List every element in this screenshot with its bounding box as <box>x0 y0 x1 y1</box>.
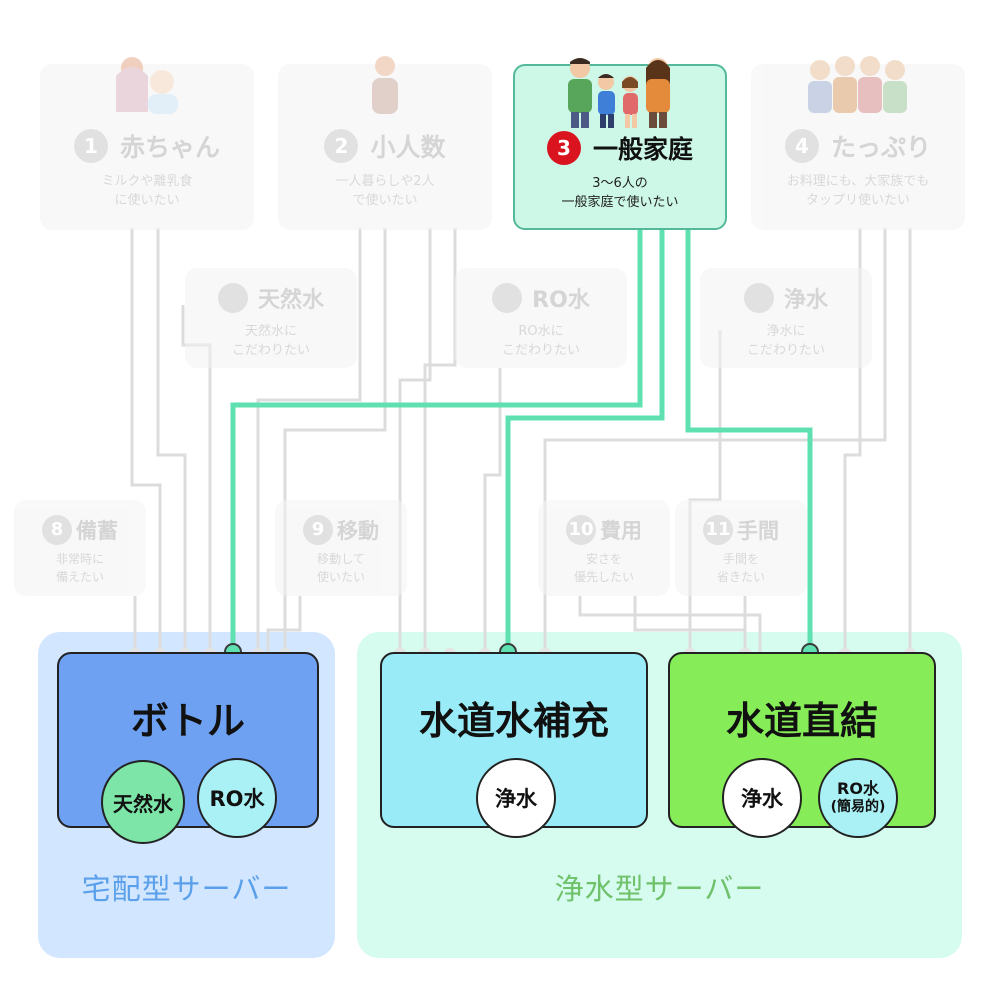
chip-purified-water: 浄水 <box>722 758 802 838</box>
water-preference-card-natural[interactable]: 天然水 天然水に こだわりたい <box>185 268 357 368</box>
large-family-icon <box>808 56 907 113</box>
card-description: 天然水に こだわりたい <box>231 324 310 358</box>
user-type-card-baby[interactable]: 1 赤ちゃん ミルクや離乳食 に使いたい <box>40 57 254 230</box>
server-title: 水道水補充 <box>418 699 609 743</box>
card-description: 移動して 使いたい <box>316 552 365 584</box>
server-type-tap-direct[interactable]: 水道直結 浄水 RO水 (簡易的) <box>668 652 936 838</box>
delivery-group-label: 宅配型サーバー <box>81 872 292 906</box>
purpose-card-effort[interactable]: 11 手間 手間を 省きたい <box>675 500 807 596</box>
chip-label: RO水 <box>837 779 879 798</box>
server-type-bottle[interactable]: ボトル 天然水 RO水 <box>57 652 319 844</box>
mother-baby-icon <box>116 57 178 114</box>
card-description: 一人暮らしや2人 で使いたい <box>335 174 435 208</box>
card-title: たっぷり <box>830 133 931 162</box>
card-description: 安さを 優先したい <box>573 552 634 584</box>
chip-sublabel: (簡易的) <box>830 799 886 815</box>
card-number: 4 <box>784 129 819 163</box>
card-description: RO水に こだわりたい <box>501 324 580 358</box>
card-number-badge <box>217 283 248 313</box>
user-type-card-small-household[interactable]: 2 小人数 一人暮らしや2人 で使いたい <box>278 56 492 230</box>
purpose-card-stockpile[interactable]: 8 備蓄 非常時に 備えたい <box>14 500 146 596</box>
card-number-badge <box>492 283 523 313</box>
card-title: 天然水 <box>257 288 324 313</box>
water-preference-card-purified[interactable]: 浄水 浄水に こだわりたい <box>700 268 872 368</box>
chip-ro-water: RO水 <box>197 758 277 838</box>
chip-natural-water: 天然水 <box>101 760 185 844</box>
connector-inactive <box>688 330 722 655</box>
card-title: 備蓄 <box>76 519 118 543</box>
connector-inactive <box>483 368 502 655</box>
card-title: 手間 <box>737 519 779 543</box>
purpose-card-mobility[interactable]: 9 移動 移動して 使いたい <box>275 500 407 596</box>
single-person-icon <box>372 56 398 114</box>
user-type-card-family[interactable]: 3 一般家庭 3〜6人の 一般家庭で使いたい <box>513 58 727 230</box>
card-description: 浄水に こだわりたい <box>746 324 825 358</box>
card-description: 手間を 省きたい <box>716 552 765 584</box>
connector-active <box>685 228 813 652</box>
purifier-group-label: 浄水型サーバー <box>554 872 765 906</box>
card-number-badge <box>743 283 774 313</box>
server-title: 水道直結 <box>725 699 878 743</box>
card-number: 2 <box>324 129 359 163</box>
card-description: お料理にも、大家族でも タップリ使いたい <box>786 174 930 208</box>
connector-active <box>505 228 665 652</box>
card-title: 小人数 <box>370 133 446 162</box>
connector-inactive <box>256 228 362 655</box>
card-number: 8 <box>42 515 72 545</box>
water-preference-card-ro[interactable]: RO水 RO水に こだわりたい <box>455 268 627 368</box>
connector-active <box>230 228 643 652</box>
card-number: 11 <box>703 515 733 545</box>
card-title: 一般家庭 <box>592 135 693 164</box>
card-title: 浄水 <box>783 288 828 313</box>
card-description: 非常時に 備えたい <box>55 552 104 584</box>
purpose-card-cost[interactable]: 10 費用 安さを 優先したい <box>538 500 670 596</box>
card-description: 3〜6人の 一般家庭で使いたい <box>561 176 679 210</box>
card-title: 赤ちゃん <box>119 133 220 162</box>
chip-ro-water-simple: RO水 (簡易的) <box>818 758 898 838</box>
server-type-tap-refill[interactable]: 水道水補充 浄水 <box>380 652 648 838</box>
card-number: 3 <box>546 131 581 165</box>
card-title: RO水 <box>532 288 590 313</box>
card-number: 1 <box>73 129 108 163</box>
user-type-card-plenty[interactable]: 4 たっぷり お料理にも、大家族でも タップリ使いたい <box>751 56 965 230</box>
chip-purified-water: 浄水 <box>476 758 556 838</box>
server-title: ボトル <box>130 699 245 743</box>
connector-inactive <box>578 596 762 655</box>
connector-inactive <box>130 228 162 655</box>
family-icon <box>568 58 670 128</box>
card-number: 9 <box>303 515 333 545</box>
card-number: 10 <box>566 515 596 545</box>
card-title: 移動 <box>337 519 379 543</box>
connector-inactive <box>156 228 187 655</box>
card-title: 費用 <box>600 519 642 543</box>
connector-inactive <box>266 596 302 655</box>
card-description: ミルクや離乳食 に使いたい <box>101 174 193 208</box>
